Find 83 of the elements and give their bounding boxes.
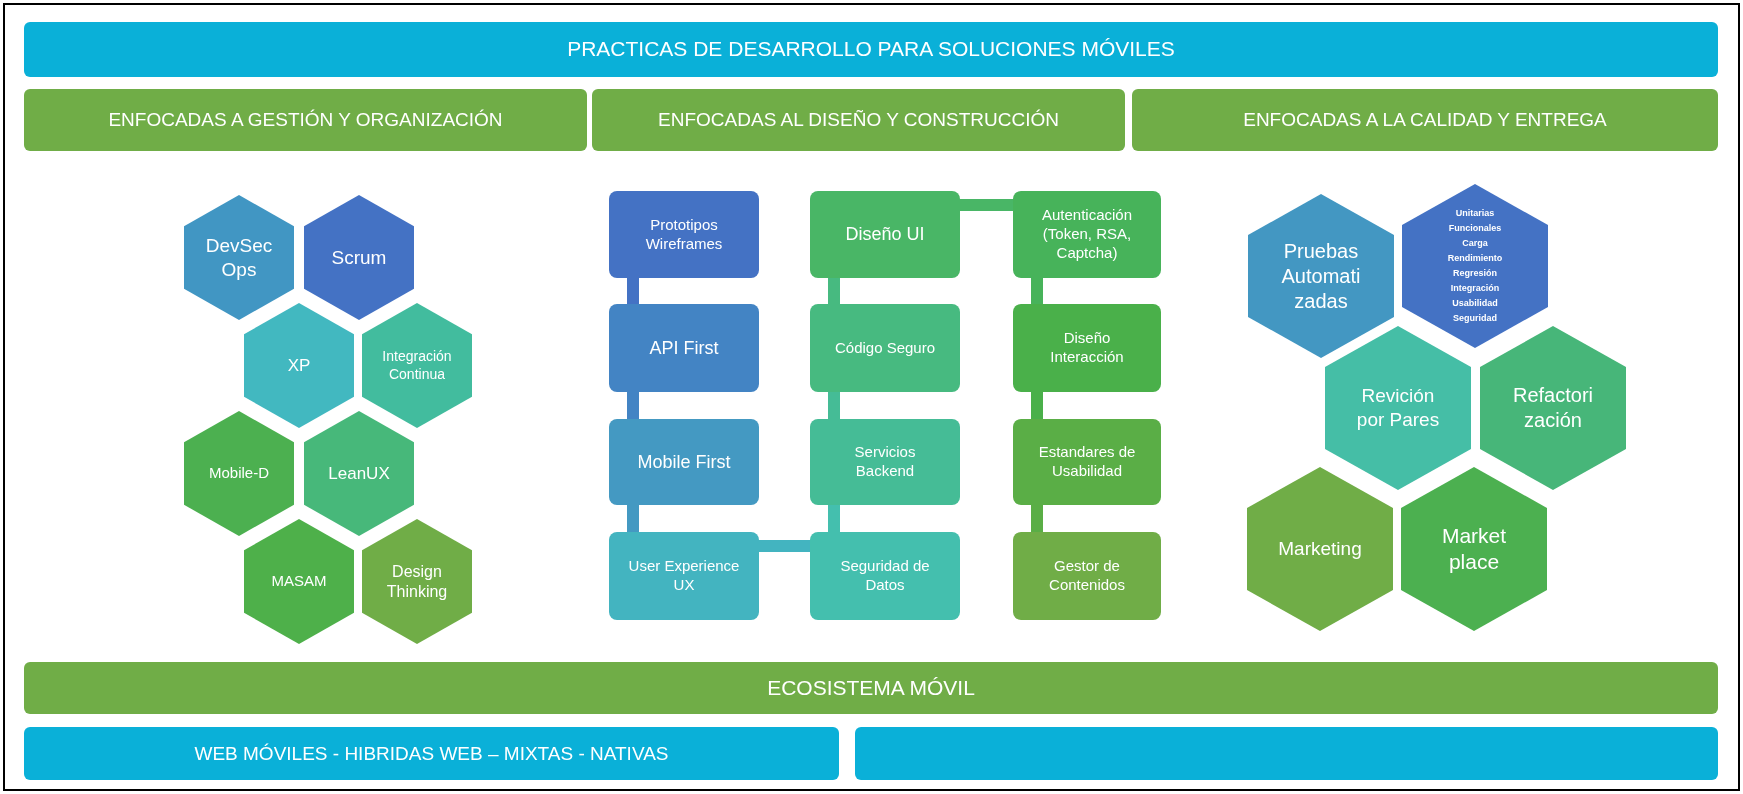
process-box: [1013, 419, 1161, 505]
hexagon-label: Seguridad: [1453, 312, 1497, 325]
box-label: Código Seguro: [834, 338, 936, 358]
hexagon: [362, 303, 472, 428]
hexagon-label: Refactori zación: [1512, 383, 1594, 433]
hexagon-label: Marketing: [1278, 537, 1362, 561]
process-box: [810, 532, 960, 620]
hexagon-label: Design Thinking: [385, 561, 449, 602]
connector-bar: [1031, 505, 1043, 532]
connector-bar: [627, 392, 639, 419]
hexagon-label: Mobile-D: [209, 464, 269, 483]
box-label: Mobile First: [637, 450, 731, 474]
connector-bar: [828, 392, 840, 419]
process-box: [1013, 304, 1161, 392]
hexagon: [1402, 184, 1548, 348]
hexagon-label: DevSec Ops: [204, 233, 274, 282]
process-box: [609, 532, 759, 620]
header-text: ENFOCADAS AL DISEÑO Y CONSTRUCCIÓN: [658, 108, 1059, 132]
box-label: Diseño UI: [845, 223, 925, 246]
connector-bar: [1031, 392, 1043, 419]
hexagon-label: Integración: [1450, 282, 1500, 295]
hexagon: [1480, 326, 1626, 490]
hexagon: [362, 519, 472, 644]
box-label: Prototipos Wireframes: [644, 215, 724, 254]
process-box: [1013, 532, 1161, 620]
process-box: [609, 191, 759, 278]
hexagon-label: Pruebas Automati zadas: [1280, 238, 1362, 314]
hexagon: [184, 195, 294, 320]
hexagon-label: Scrum: [331, 245, 387, 270]
box-label: API First: [649, 336, 719, 360]
header-text: ENFOCADAS A GESTIÓN Y ORGANIZACIÓN: [108, 108, 503, 132]
box-label: User Experience UX: [627, 557, 741, 595]
hexagon: [244, 303, 354, 428]
header-text: ENFOCADAS A LA CALIDAD Y ENTREGA: [1243, 108, 1607, 132]
box-label: Diseño Interacción: [1049, 329, 1125, 367]
category-header: [24, 89, 587, 151]
box-label: Servicios Backend: [853, 443, 917, 481]
box-label: Autenticación (Token, RSA, Captcha): [1040, 206, 1134, 263]
connector-bar: [759, 540, 810, 552]
process-box: [810, 191, 960, 278]
hexagon-label: Usabilidad: [1452, 297, 1498, 310]
box-label: Seguridad de Datos: [839, 557, 931, 595]
box-label: Estandares de Usabilidad: [1037, 443, 1137, 481]
hexagon-label: Unitarias: [1455, 207, 1495, 220]
banner-bar: [24, 22, 1718, 77]
hexagon-label: Market place: [1440, 522, 1508, 575]
process-box: [609, 419, 759, 505]
hexagon-label: LeanUX: [328, 462, 390, 485]
process-box: [1013, 191, 1161, 278]
hexagon: [1401, 467, 1547, 631]
category-header: [592, 89, 1125, 151]
hexagon: [1248, 194, 1394, 358]
hexagon-label: Revición por Pares: [1355, 384, 1441, 432]
banner-bar: [24, 662, 1718, 714]
hexagon-label: XP: [287, 354, 311, 377]
hexagon-label: Integración Continua: [381, 348, 453, 383]
hexagon-label: MASAM: [271, 572, 327, 591]
hexagon: [184, 411, 294, 536]
hexagon: [304, 195, 414, 320]
hexagon: [1247, 467, 1393, 631]
connector-bar: [828, 278, 840, 304]
connector-bar: [627, 505, 639, 532]
connector-bar: [1031, 278, 1043, 304]
process-box: [810, 304, 960, 392]
banner-text: WEB MÓVILES - HIBRIDAS WEB – MIXTAS - NATIVAS: [194, 741, 669, 766]
category-header: [1132, 89, 1718, 151]
connector-bar: [828, 505, 840, 532]
hexagon: [304, 411, 414, 536]
hexagon-label: Carga: [1462, 237, 1488, 250]
empty-bar: [855, 727, 1718, 780]
banner-text: ECOSISTEMA MÓVIL: [767, 674, 975, 701]
box-label: Gestor de Contenidos: [1048, 557, 1126, 595]
connector-bar: [960, 199, 1013, 211]
hexagon-label: Regresión: [1453, 267, 1497, 280]
hexagon: [1325, 326, 1471, 490]
banner-text: PRACTICAS DE DESARROLLO PARA SOLUCIONES MÓVILES: [567, 36, 1175, 63]
process-box: [609, 304, 759, 392]
process-box: [810, 419, 960, 505]
hexagon-label: Rendimiento: [1447, 252, 1503, 265]
hexagon: [244, 519, 354, 644]
banner-bar: [24, 727, 839, 780]
connector-bar: [627, 278, 639, 304]
hexagon-label: Funcionales: [1448, 222, 1502, 235]
